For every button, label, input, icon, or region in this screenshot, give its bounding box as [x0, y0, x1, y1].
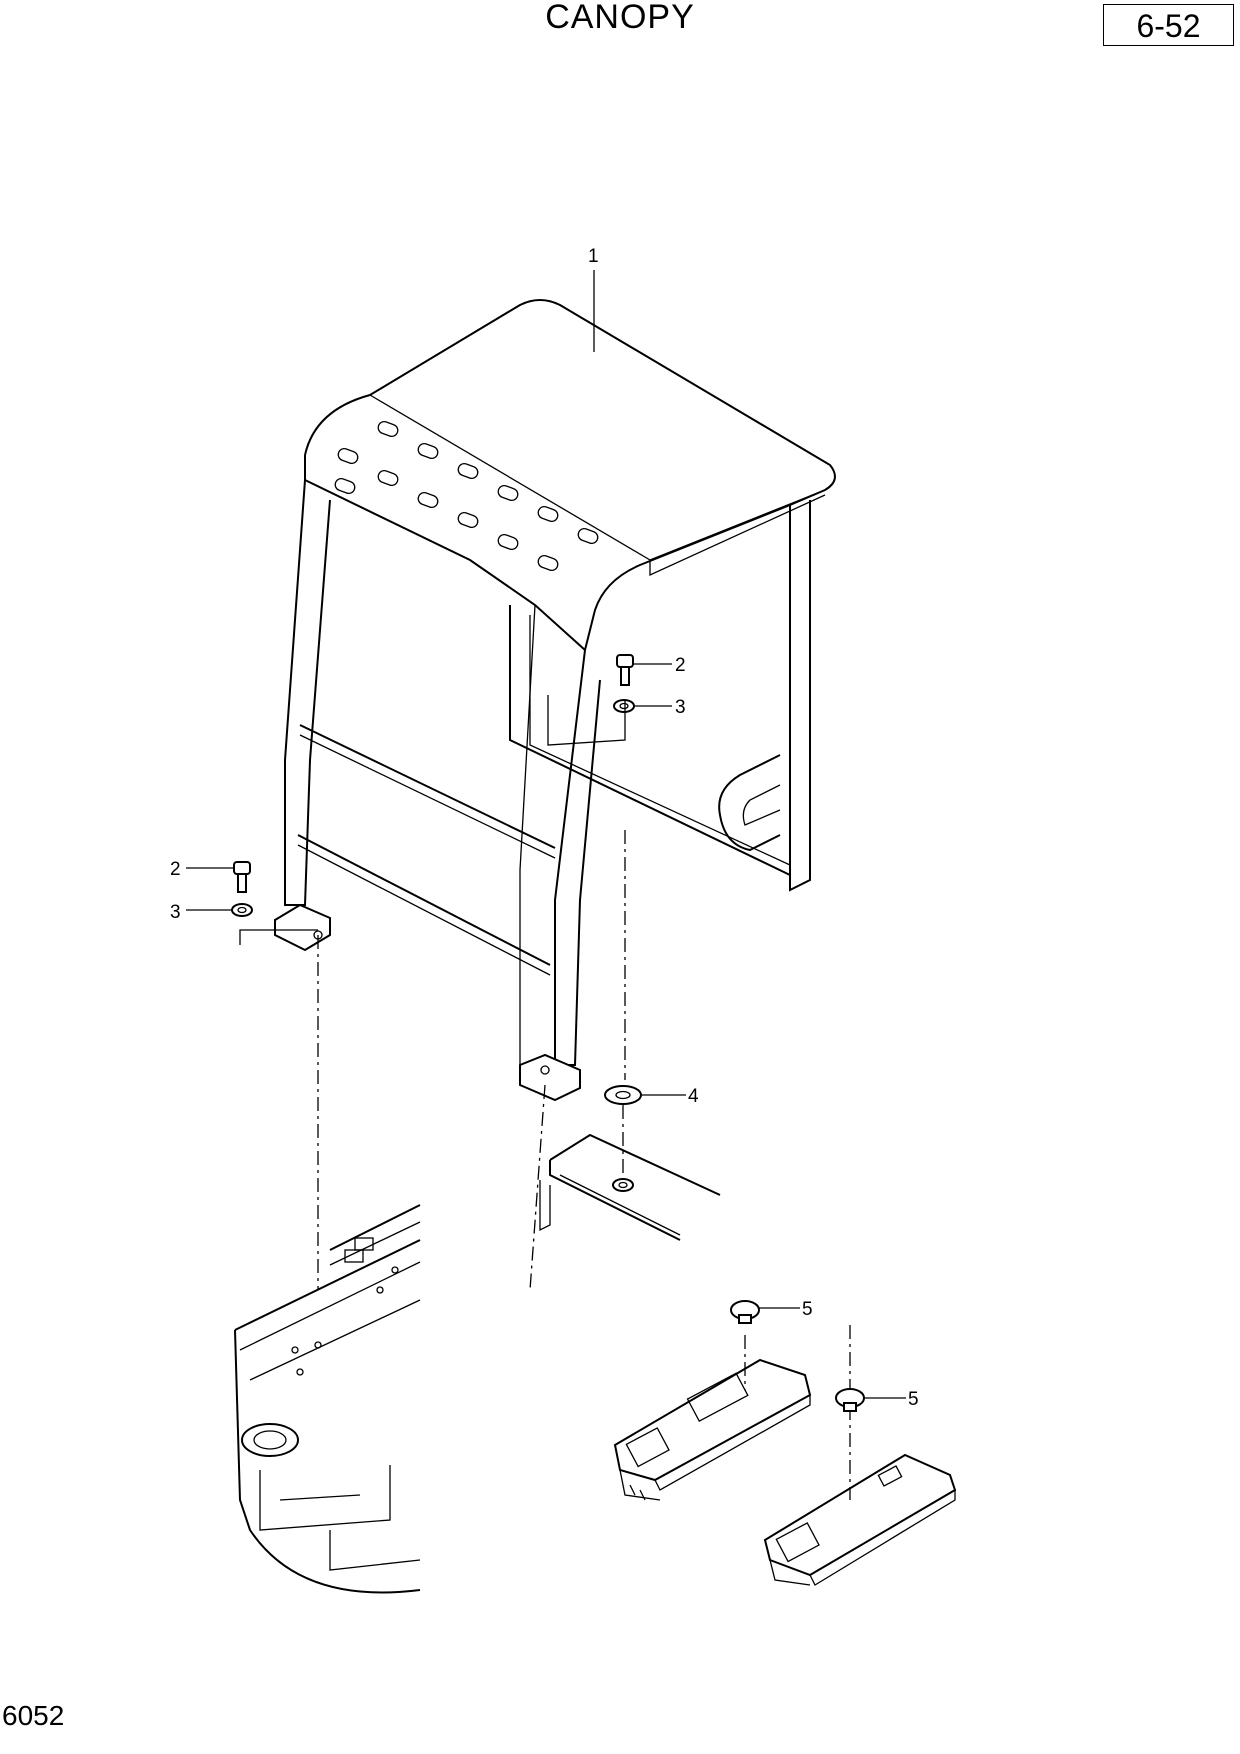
- callout-1: 1: [588, 246, 599, 352]
- bolt-upper-right: [616, 654, 634, 686]
- washer-left: [231, 903, 253, 917]
- figure-code: 6052: [2, 1700, 65, 1731]
- callout-5-lower-label: 5: [908, 1389, 919, 1410]
- canopy-assembly: [274, 299, 836, 1102]
- callout-2-upper-label: 2: [675, 655, 686, 676]
- roof-vent-slots: [334, 420, 599, 572]
- callout-5-upper-label: 5: [802, 1299, 813, 1320]
- assembly-center-lines: [239, 695, 851, 1500]
- canopy-mount-bracket: [539, 1133, 721, 1241]
- callout-3-left: 3: [170, 902, 232, 923]
- callout-4: 4: [641, 1086, 699, 1107]
- callout-5-upper: 5: [759, 1299, 813, 1320]
- cap-lower: [835, 1388, 865, 1412]
- washer-upper-right: [613, 699, 635, 713]
- bolt-left: [233, 861, 251, 893]
- page-number-box: 6-52: [1103, 4, 1234, 46]
- callout-3-left-label: 3: [170, 902, 181, 923]
- callout-5-lower: 5: [864, 1389, 919, 1410]
- callout-2-left-label: 2: [170, 859, 181, 880]
- control-console-right: [763, 1453, 957, 1586]
- page-title: CANOPY: [545, 0, 695, 36]
- callout-3-upper-label: 3: [675, 697, 686, 718]
- callout-3-upper: 3: [634, 697, 686, 718]
- callout-2-upper: 2: [633, 655, 686, 676]
- callout-2-left: 2: [170, 859, 234, 880]
- washer-large: [604, 1085, 642, 1105]
- cap-upper: [730, 1300, 760, 1324]
- callout-1-label: 1: [588, 246, 599, 267]
- control-console-left: [613, 1358, 812, 1501]
- callout-4-label: 4: [688, 1086, 699, 1107]
- upper-frame-structure: [234, 1204, 421, 1594]
